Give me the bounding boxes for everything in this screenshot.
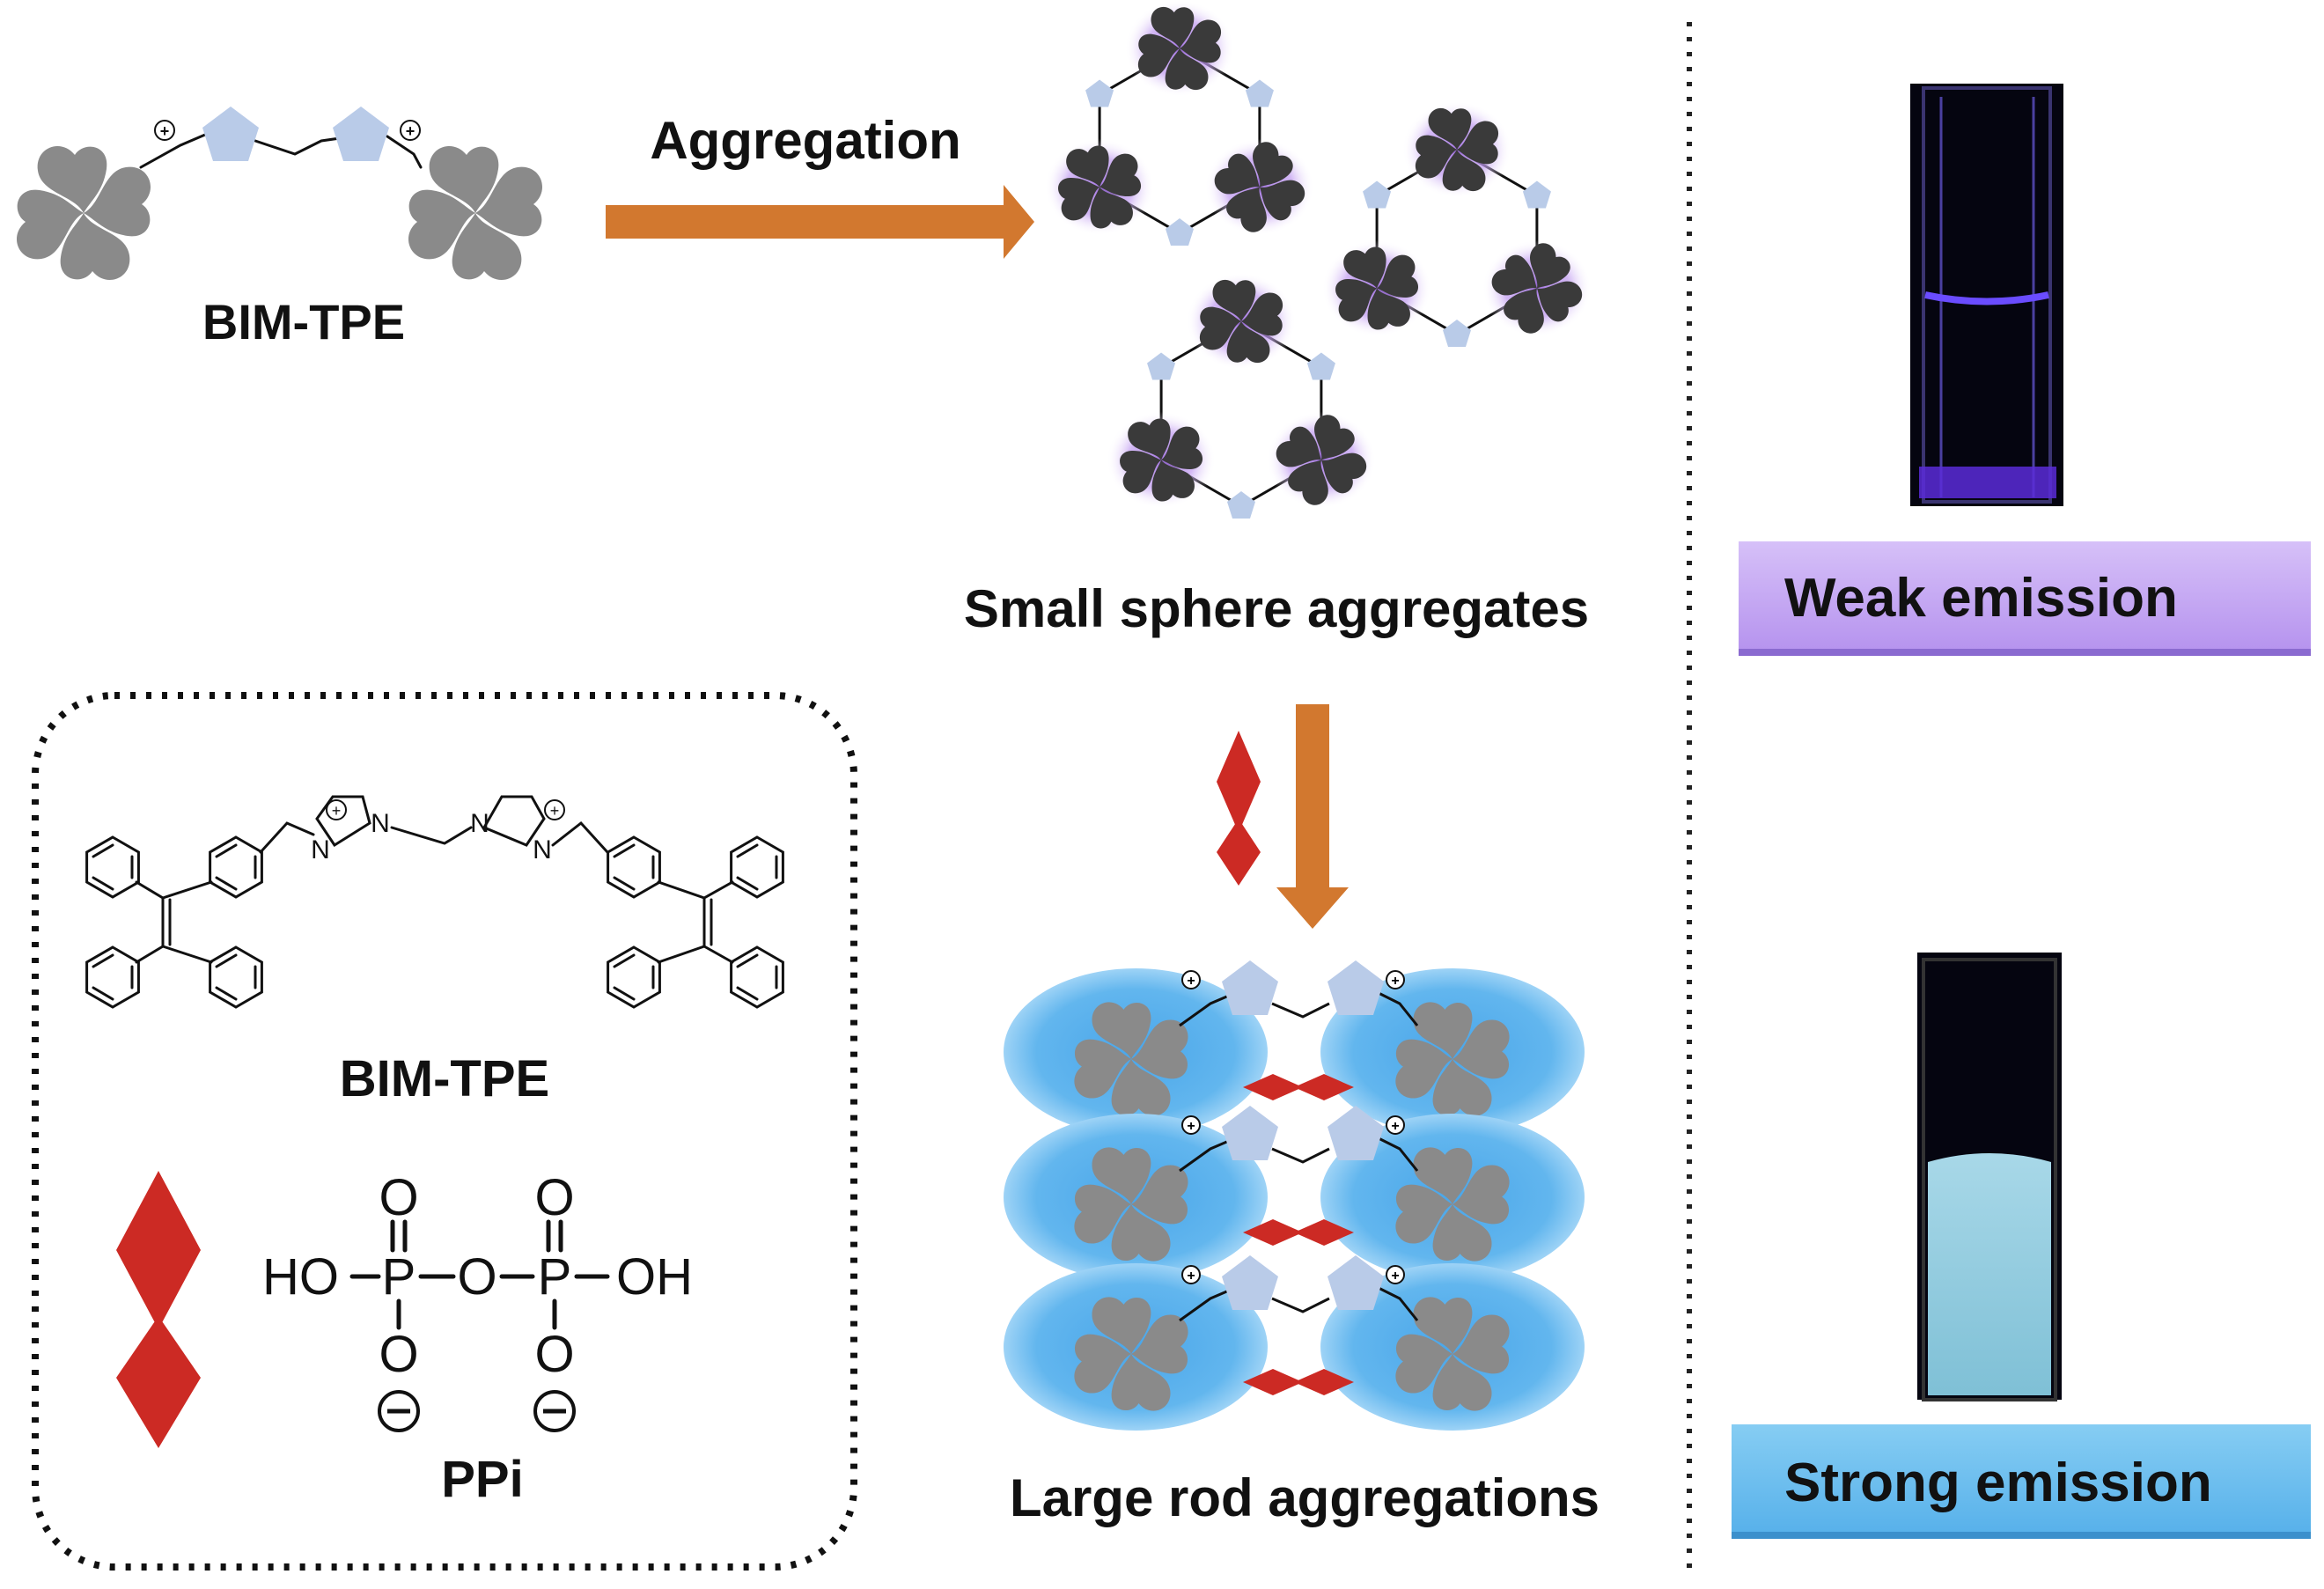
bim-tpe-label-top: BIM-TPE — [202, 294, 405, 349]
minus-charge-icon — [533, 1390, 576, 1432]
pentagon-left — [202, 107, 259, 161]
aggregation-arrow — [606, 185, 1034, 259]
ppi-o-top2: O — [534, 1169, 574, 1226]
large-rod-aggregations: ++++++ — [1004, 960, 1585, 1431]
dark-clover-icon — [1479, 230, 1596, 347]
ppi-oh: OH — [616, 1248, 693, 1306]
ppi-o-bot1: O — [379, 1326, 418, 1383]
cuvette-strong — [1917, 953, 2062, 1401]
weak-emission-box: Weak emission — [1739, 541, 2311, 656]
svg-text:N: N — [371, 809, 390, 838]
svg-text:+: + — [550, 802, 560, 820]
svg-text:N: N — [470, 809, 489, 838]
ppi-diamond-icon — [1217, 731, 1261, 886]
ppi-ho: HO — [262, 1248, 339, 1306]
svg-text:+: + — [1187, 1119, 1195, 1134]
minus-charge-icon — [378, 1390, 420, 1432]
bim-tpe-structure: N N + N N + — [85, 795, 784, 1009]
weak-emission-label: Weak emission — [1784, 568, 2178, 629]
strong-emission-box: Strong emission — [1732, 1424, 2311, 1539]
pentagon-icon — [1306, 352, 1335, 380]
pentagon-icon — [1085, 79, 1114, 107]
svg-text:N: N — [311, 835, 330, 864]
sphere-aggregate — [1045, 0, 1318, 246]
ppi-diamond-icon — [1243, 1219, 1354, 1246]
structure-box — [32, 692, 857, 1571]
pentagon-icon — [1522, 180, 1551, 209]
rod-row: ++ — [1004, 1106, 1585, 1281]
large-rod-label: Large rod aggregations — [1010, 1468, 1600, 1527]
svg-text:+: + — [406, 122, 416, 140]
aggregation-label: Aggregation — [650, 111, 960, 170]
ppi-diamond-icon — [1243, 1074, 1354, 1100]
cuvette-weak — [1910, 84, 2063, 506]
svg-text:+: + — [1187, 1269, 1195, 1284]
pentagon-right — [333, 107, 389, 161]
ppi-p2: P — [538, 1248, 572, 1306]
pentagon-icon — [1222, 960, 1278, 1015]
rod-row: ++ — [1004, 960, 1585, 1136]
pentagon-icon — [1327, 960, 1384, 1015]
ppi-o-top1: O — [379, 1169, 418, 1226]
pentagon-icon — [1166, 218, 1194, 246]
ppi-o-bot2: O — [534, 1326, 574, 1383]
ppi-formula: HO P O P OH O O O O — [262, 1169, 693, 1432]
ppi-addition-arrow — [1276, 704, 1349, 929]
pentagon-icon — [1147, 352, 1176, 380]
pentagon-icon — [1245, 79, 1274, 107]
ppi-label: PPi — [441, 1451, 524, 1508]
pentagon-icon — [1443, 320, 1471, 347]
dark-clover-icon — [1202, 129, 1319, 246]
dark-clover-icon — [1263, 401, 1380, 519]
ppi-diamond-legend-icon — [116, 1171, 201, 1448]
sphere-aggregate — [1322, 101, 1595, 347]
bim-tpe-cartoon: + + — [17, 107, 542, 280]
bim-tpe-label-structure: BIM-TPE — [340, 1050, 549, 1107]
sphere-aggregate — [1107, 273, 1379, 519]
svg-text:+: + — [160, 122, 170, 140]
svg-text:+: + — [332, 802, 342, 820]
ppi-diamond-icon — [1243, 1369, 1354, 1395]
ppi-p1: P — [382, 1248, 416, 1306]
svg-text:+: + — [1187, 974, 1195, 989]
svg-text:+: + — [1391, 974, 1399, 989]
svg-text:+: + — [1391, 1119, 1399, 1134]
small-sphere-aggregates — [1045, 0, 1595, 519]
pentagon-icon — [1222, 1255, 1278, 1310]
small-sphere-label: Small sphere aggregates — [964, 579, 1589, 638]
svg-text:+: + — [1391, 1269, 1399, 1284]
pentagon-icon — [1363, 180, 1392, 209]
pentagon-icon — [1227, 491, 1255, 519]
pentagon-icon — [1222, 1106, 1278, 1160]
strong-emission-label: Strong emission — [1784, 1453, 2212, 1513]
rod-row: ++ — [1004, 1255, 1585, 1431]
svg-text:N: N — [533, 835, 552, 864]
ppi-o-bridge: O — [457, 1248, 496, 1306]
clover-left — [17, 146, 151, 280]
clover-right — [408, 146, 542, 280]
